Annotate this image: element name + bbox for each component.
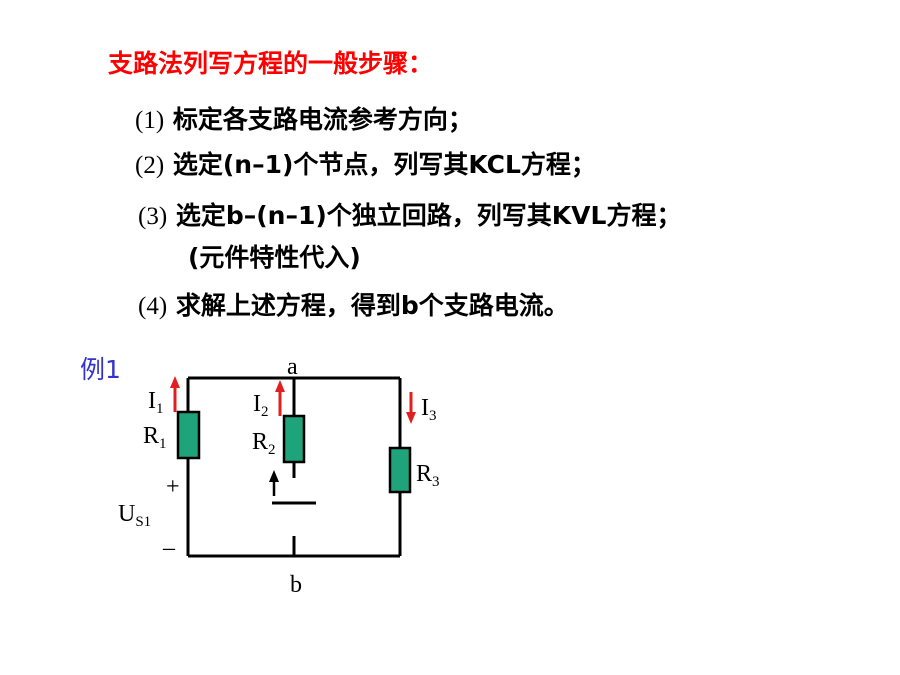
node-a-label: a — [287, 354, 298, 380]
current-arrow-i2 — [275, 380, 285, 416]
step-text: (元件特性代入) — [188, 243, 361, 272]
label-i2: I2 — [253, 391, 269, 420]
label-r3: R3 — [416, 461, 440, 490]
step-text: 标定各支路电流参考方向； — [164, 105, 473, 134]
resistor-r2 — [282, 414, 306, 464]
label-r2: R2 — [252, 429, 276, 458]
step-number: (4) — [138, 293, 168, 320]
example-label: 例1 — [80, 355, 121, 384]
label-i3: I3 — [421, 395, 437, 424]
step-number: (3) — [138, 203, 168, 230]
arrow-up-icon — [269, 470, 279, 496]
step-number: (2) — [135, 152, 165, 179]
current-arrow-i1 — [170, 376, 180, 412]
step-number: (1) — [135, 107, 165, 134]
step-3: (3) 选定b–(n–1)个独立回路，列写其KVL方程； — [138, 196, 681, 232]
node-b-label: b — [290, 572, 302, 598]
label-r1: R1 — [143, 423, 167, 452]
label-us1: US1 — [118, 501, 151, 530]
step-text: 求解上述方程，得到b个支路电流。 — [167, 291, 569, 320]
step-4: (4) 求解上述方程，得到b个支路电流。 — [138, 286, 569, 322]
resistor-r1 — [176, 410, 201, 460]
step-1: (1) 标定各支路电流参考方向； — [135, 100, 473, 136]
step-3-note: (元件特性代入) — [188, 238, 361, 274]
label-i1: I1 — [148, 388, 164, 417]
current-arrow-i3 — [406, 392, 416, 424]
step-2: (2) 选定(n–1)个节点，列写其KCL方程； — [135, 145, 596, 181]
polarity-plus: + — [166, 474, 180, 500]
circuit-wires — [186, 376, 402, 558]
slide-heading: 支路法列写方程的一般步骤： — [108, 49, 434, 78]
step-text: 选定(n–1)个节点，列写其KCL方程； — [164, 150, 596, 179]
resistor-r3 — [388, 446, 412, 494]
polarity-minus: – — [162, 535, 176, 561]
step-text: 选定b–(n–1)个独立回路，列写其KVL方程； — [167, 201, 682, 230]
